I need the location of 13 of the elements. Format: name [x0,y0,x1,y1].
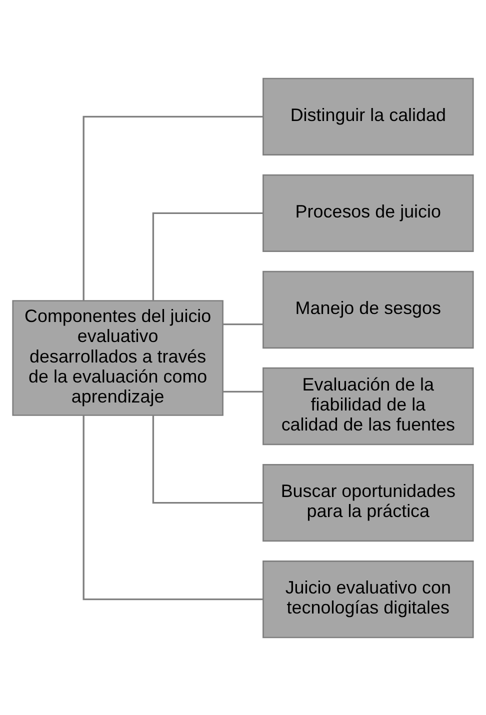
node-box: Juicio evaluativo con tecnologías digitales [262,560,474,638]
connector [82,415,264,600]
node-box: Evaluación de la fiabilidad de la calidad de las fuentes [262,366,474,445]
node-box: Componentes del juicio evaluativo desarrollados a través de la evaluación como aprendizaje [12,300,224,416]
node-box: Buscar oportunidades para la práctica [262,463,474,542]
node-box: Manejo de sesgos [262,270,474,348]
connector [82,115,264,300]
node-box: Distinguir la calidad [262,77,474,155]
connector [152,415,264,504]
connector [152,212,264,300]
connector [222,322,263,325]
node-box: Procesos de juicio [262,174,474,252]
connector [222,390,263,392]
